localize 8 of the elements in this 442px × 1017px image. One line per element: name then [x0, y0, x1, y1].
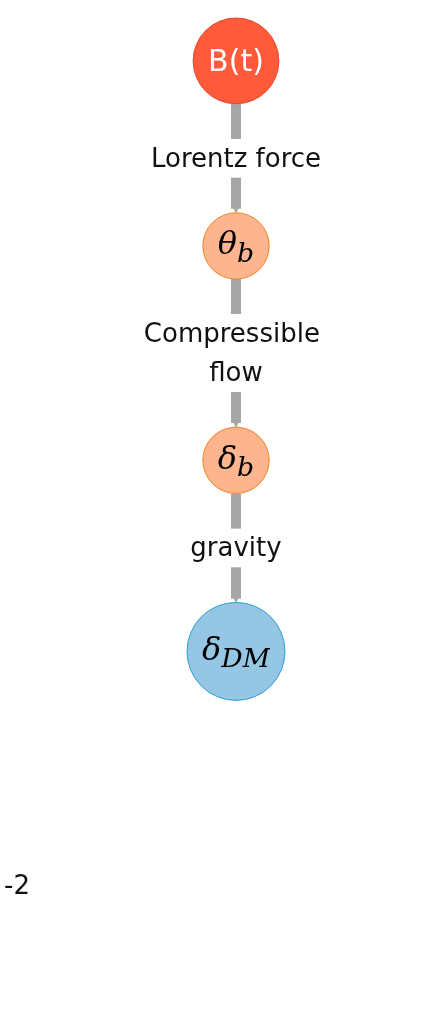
edge-label: Lorentz force — [150, 142, 322, 173]
edge-label: gravity — [190, 532, 282, 563]
edge-label: Compressible flow — [143, 318, 320, 388]
node-circle: δ$_{b}$ — [202, 426, 270, 494]
node-circle: δ$_{DM}$ — [186, 601, 286, 701]
note-text: -2 — [4, 870, 30, 900]
node-circle: θ$_{b}$ — [202, 212, 270, 280]
node-circle: B(t) — [192, 17, 280, 105]
